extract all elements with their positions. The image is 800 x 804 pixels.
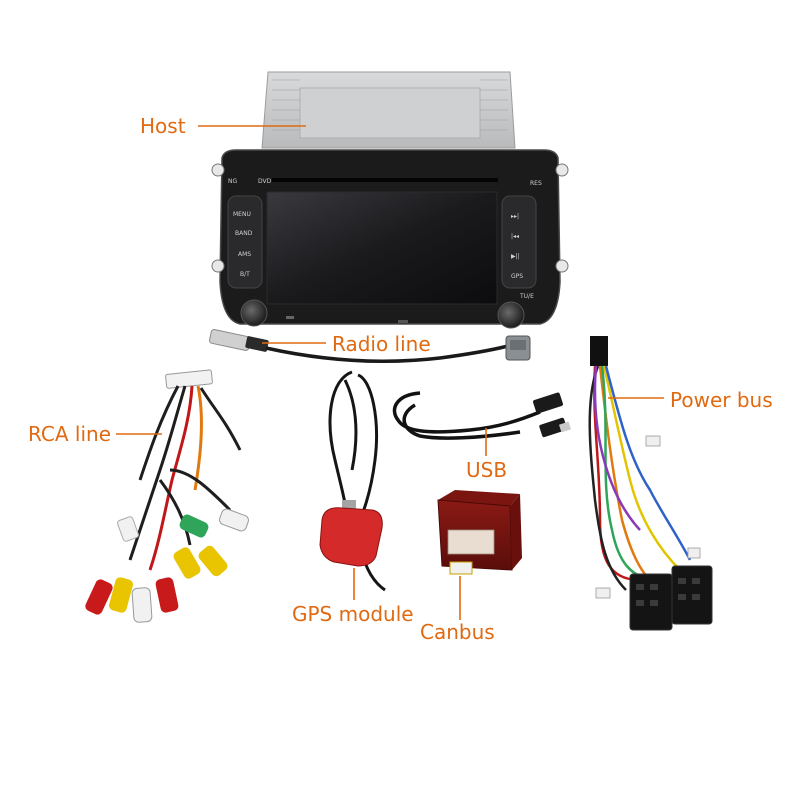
- unit-button-bt[interactable]: B/T: [240, 271, 250, 278]
- label-host: Host: [140, 114, 186, 138]
- unit-label-bottom-right: TU/E: [519, 293, 534, 300]
- unit-button-next[interactable]: ▸▸|: [511, 213, 519, 220]
- label-radio-line: Radio line: [332, 332, 431, 356]
- unit-button-gps[interactable]: GPS: [511, 273, 523, 280]
- unit-label-top-left: NG: [228, 178, 237, 185]
- unit-button-prev[interactable]: |◂◂: [511, 233, 519, 240]
- unit-button-play[interactable]: ▶||: [511, 253, 520, 260]
- label-canbus: Canbus: [420, 620, 495, 644]
- power-bus-harness: [588, 336, 713, 631]
- radio-antenna-cable: [209, 329, 531, 363]
- unit-button-menu[interactable]: MENU: [233, 211, 251, 218]
- label-gps-module: GPS module: [292, 602, 414, 626]
- label-power-bus: Power bus: [670, 388, 773, 412]
- unit-button-ams[interactable]: AMS: [238, 251, 251, 258]
- usb-cable: [392, 391, 571, 440]
- unit-label-top-center: DVD: [258, 178, 272, 185]
- rca-plugs: [85, 508, 249, 623]
- head-unit: [211, 71, 569, 329]
- label-rca-line: RCA line: [28, 422, 111, 446]
- rca-cable-harness: [85, 369, 249, 623]
- label-usb: USB: [466, 458, 508, 482]
- unit-label-top-right: RES: [530, 180, 542, 187]
- gps-module: [319, 370, 386, 592]
- canbus-box: [437, 490, 522, 575]
- unit-button-band[interactable]: BAND: [235, 230, 253, 237]
